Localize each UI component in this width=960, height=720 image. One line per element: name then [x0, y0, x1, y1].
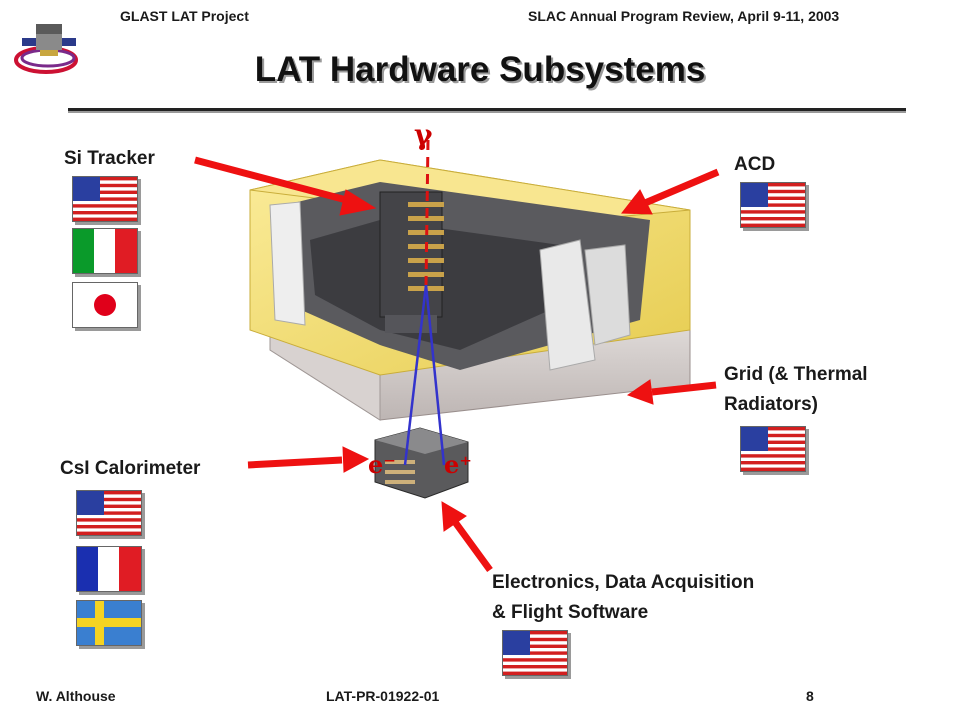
gamma-label: γ	[414, 118, 433, 151]
calorimeter-label: CsI Calorimeter	[60, 458, 201, 479]
electronics-label-line1: Electronics, Data Acquisition	[492, 572, 755, 593]
us-flag-icon	[76, 490, 142, 536]
header-review: SLAC Annual Program Review, April 9-11, …	[528, 8, 840, 24]
sweden-flag-icon	[76, 600, 142, 646]
si-tracker-label: Si Tracker	[64, 148, 155, 169]
electron-label: e⁻	[368, 450, 396, 479]
us-flag-icon	[740, 182, 806, 228]
footer-page-number: 8	[806, 688, 814, 704]
glast-logo	[12, 14, 82, 80]
page-title: LAT Hardware Subsystems	[254, 50, 706, 89]
italy-flag-icon	[72, 228, 138, 274]
title-rule	[68, 108, 906, 111]
japan-flag-icon	[72, 282, 138, 328]
us-flag-icon	[72, 176, 138, 222]
electronics-label-line2: & Flight Software	[492, 602, 649, 623]
header-project: GLAST LAT Project	[120, 8, 249, 24]
acd-label: ACD	[734, 154, 776, 175]
france-flag-icon	[76, 546, 142, 592]
grid-label-line1: Grid (& Thermal	[724, 364, 868, 385]
positron-label: e⁺	[444, 450, 472, 479]
us-flag-icon	[502, 630, 568, 676]
us-flag-icon	[740, 426, 806, 472]
footer-doc-id: LAT-PR-01922-01	[326, 688, 440, 704]
footer-author: W. Althouse	[36, 688, 116, 704]
grid-label-line2: Radiators)	[724, 394, 818, 415]
